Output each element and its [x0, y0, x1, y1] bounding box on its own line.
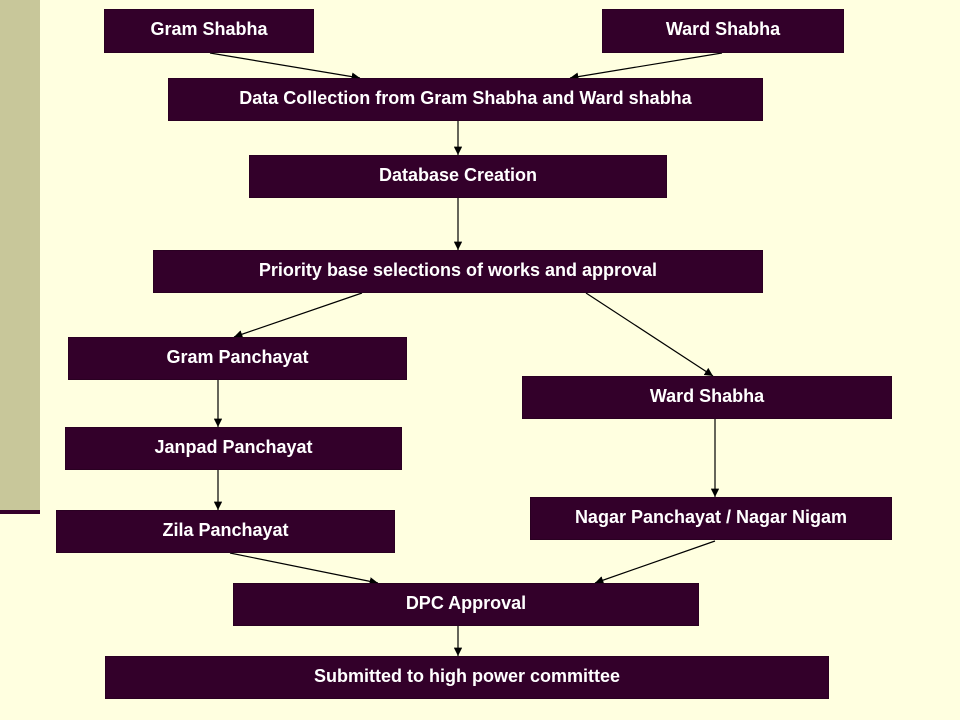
side-decoration-accent — [0, 510, 40, 514]
node-database-creation: Database Creation — [249, 155, 667, 198]
node-janpad-panchayat: Janpad Panchayat — [65, 427, 402, 470]
connector-nagar-to-dpc — [594, 540, 716, 585]
node-zila-panchayat: Zila Panchayat — [56, 510, 395, 553]
node-gram-panchayat: Gram Panchayat — [68, 337, 407, 380]
node-gram-shabha: Gram Shabha — [104, 9, 314, 53]
node-ward-shabha-top: Ward Shabha — [602, 9, 844, 53]
connector-gram-shabha-to-data-collection — [209, 52, 361, 81]
connector-ward-shabha-to-data-collection — [569, 52, 723, 81]
node-ward-shabha-mid: Ward Shabha — [522, 376, 892, 419]
connector-priority-to-ward-shabha — [585, 292, 714, 377]
side-decoration-strip — [0, 0, 40, 510]
connector-priority-to-gram-panchayat — [233, 292, 363, 339]
node-nagar-panchayat: Nagar Panchayat / Nagar Nigam — [530, 497, 892, 540]
connector-zila-to-dpc — [229, 552, 379, 586]
node-dpc-approval: DPC Approval — [233, 583, 699, 626]
node-data-collection: Data Collection from Gram Shabha and War… — [168, 78, 763, 121]
node-priority-selection: Priority base selections of works and ap… — [153, 250, 763, 293]
node-submitted: Submitted to high power committee — [105, 656, 829, 699]
